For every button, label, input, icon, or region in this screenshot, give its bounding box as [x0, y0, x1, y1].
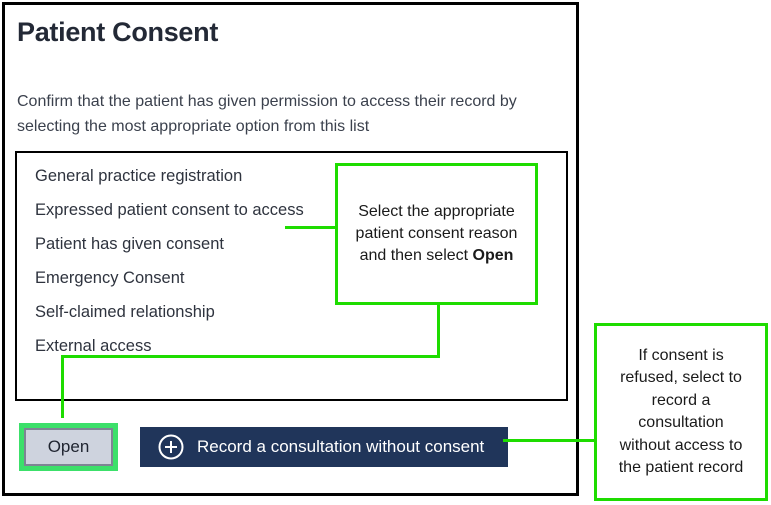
consent-option[interactable]: External access — [35, 337, 152, 355]
consent-option[interactable]: General practice registration — [35, 167, 243, 185]
consent-option[interactable]: Expressed patient consent to access — [35, 201, 304, 219]
open-button-highlight: Open — [19, 423, 118, 471]
callout-consent-refused: If consent is refused, select to record … — [594, 323, 768, 501]
connector-line-horizontal — [61, 355, 440, 358]
record-consultation-button[interactable]: Record a consultation without consent — [140, 427, 508, 467]
dialog-description: Confirm that the patient has given permi… — [17, 93, 517, 135]
page-title: Patient Consent — [17, 17, 219, 47]
connector-line-to-refused-callout — [503, 439, 594, 442]
consent-option[interactable]: Self-claimed relationship — [35, 303, 215, 321]
callout-refused-text: If consent is refused, select to record … — [618, 346, 744, 477]
callout-select-open: Select the appropriate patient consent r… — [335, 163, 538, 305]
consent-option[interactable]: Patient has given consent — [35, 235, 224, 253]
consent-option[interactable]: Emergency Consent — [35, 269, 185, 287]
open-button[interactable]: Open — [24, 428, 113, 466]
callout-select-text: Select the appropriate patient consent r… — [355, 203, 518, 264]
connector-line-to-open-button — [61, 355, 64, 418]
connector-line-list-to-callout — [285, 226, 337, 229]
plus-icon — [158, 434, 184, 460]
connector-line-callout-down — [437, 305, 440, 358]
record-consultation-label: Record a consultation without consent — [197, 437, 485, 456]
